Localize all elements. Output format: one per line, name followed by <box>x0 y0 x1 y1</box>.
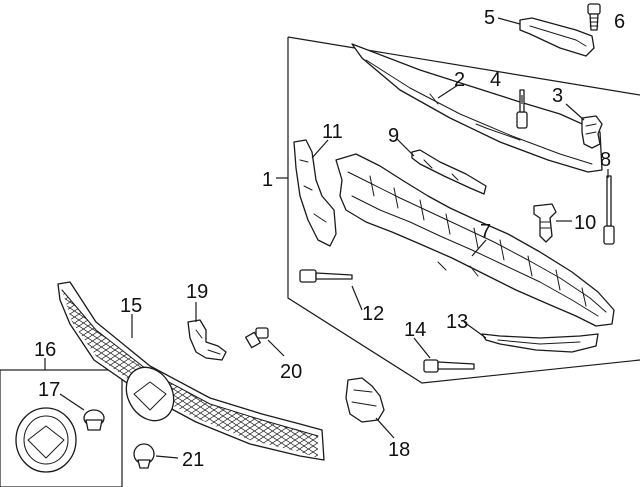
part-5-bracket <box>519 17 595 57</box>
callout-9: 9 <box>388 125 399 147</box>
part-17-clip <box>83 409 105 431</box>
part-15-grille <box>57 281 325 461</box>
part-2-upper-cover <box>351 43 603 173</box>
part-9-small-bracket <box>411 149 487 195</box>
part-4-bolt <box>516 89 528 129</box>
callout-19: 19 <box>186 281 208 303</box>
part-20-screw <box>245 327 269 349</box>
part-14-bolt <box>423 359 475 373</box>
callout-18: 18 <box>388 439 410 461</box>
part-16-emblem <box>15 407 77 473</box>
leader-lines <box>44 17 609 459</box>
emblem-inset-box <box>0 369 123 487</box>
part-21-clip <box>133 443 155 469</box>
callout-5: 5 <box>484 7 495 29</box>
part-6-screw <box>587 3 601 31</box>
assembly-frame <box>287 36 640 384</box>
callout-7: 7 <box>480 221 491 243</box>
callout-12: 12 <box>362 303 384 325</box>
callout-3: 3 <box>552 85 563 107</box>
callout-8: 8 <box>600 149 611 171</box>
callout-21: 21 <box>182 449 204 471</box>
part-10-push-clip <box>533 203 557 243</box>
callout-16: 16 <box>34 339 56 361</box>
callout-14: 14 <box>404 319 426 341</box>
part-3-clip <box>581 115 603 149</box>
part-12-bolt <box>299 269 353 283</box>
callout-1: 1 <box>262 169 273 191</box>
part-18-sensor <box>345 377 385 423</box>
part-13-trim-strip <box>481 333 599 353</box>
part-11-side-bracket <box>293 139 337 247</box>
part-8-long-bolt <box>603 175 615 245</box>
callout-17: 17 <box>38 379 60 401</box>
callout-10: 10 <box>574 212 596 234</box>
callout-2: 2 <box>454 69 465 91</box>
callout-6: 6 <box>614 11 625 33</box>
callout-15: 15 <box>120 295 142 317</box>
callout-4: 4 <box>490 69 501 91</box>
part-19-sensor <box>187 319 227 361</box>
part-7-reinforcement <box>335 153 615 327</box>
callout-13: 13 <box>446 311 468 333</box>
callouts: 1 2 3 4 5 6 7 8 9 10 11 12 13 14 15 16 1… <box>34 7 625 471</box>
callout-20: 20 <box>280 361 302 383</box>
callout-11: 11 <box>322 121 343 143</box>
